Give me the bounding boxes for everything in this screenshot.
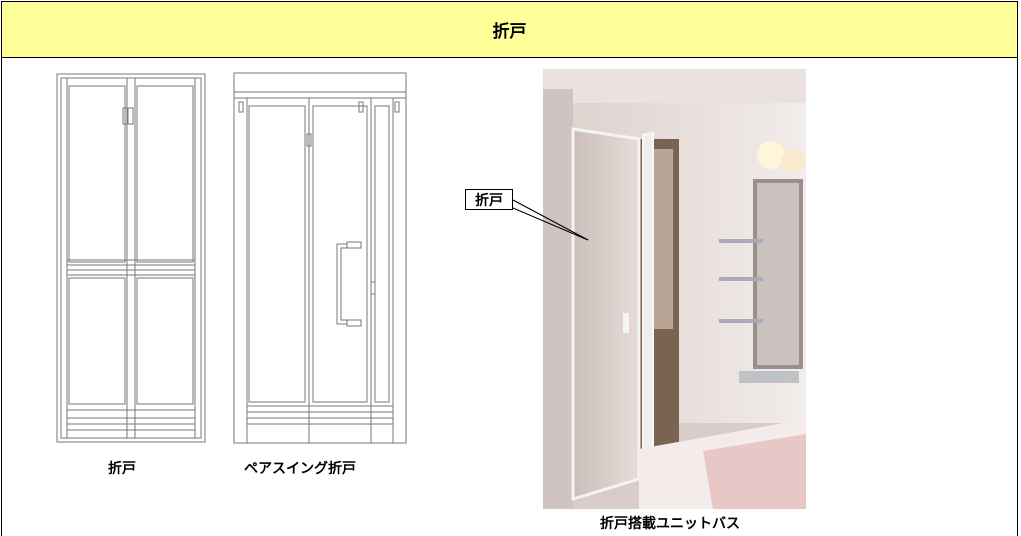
figure-caption-pair-swing-folding-door: ペアスイング折戸 bbox=[244, 461, 356, 477]
header-bar: 折戸 bbox=[2, 2, 1017, 58]
folding-door-drawing bbox=[56, 73, 206, 443]
photo-callout-label: 折戸 bbox=[465, 189, 513, 210]
figure-caption-unit-bath: 折戸搭載ユニットバス bbox=[600, 516, 740, 532]
figure-caption-folding-door: 折戸 bbox=[108, 461, 136, 477]
callout-leader-line bbox=[512, 199, 589, 241]
page-title: 折戸 bbox=[492, 22, 527, 42]
pair-swing-folding-door-drawing bbox=[233, 72, 407, 444]
unit-bath-photo bbox=[543, 69, 806, 509]
